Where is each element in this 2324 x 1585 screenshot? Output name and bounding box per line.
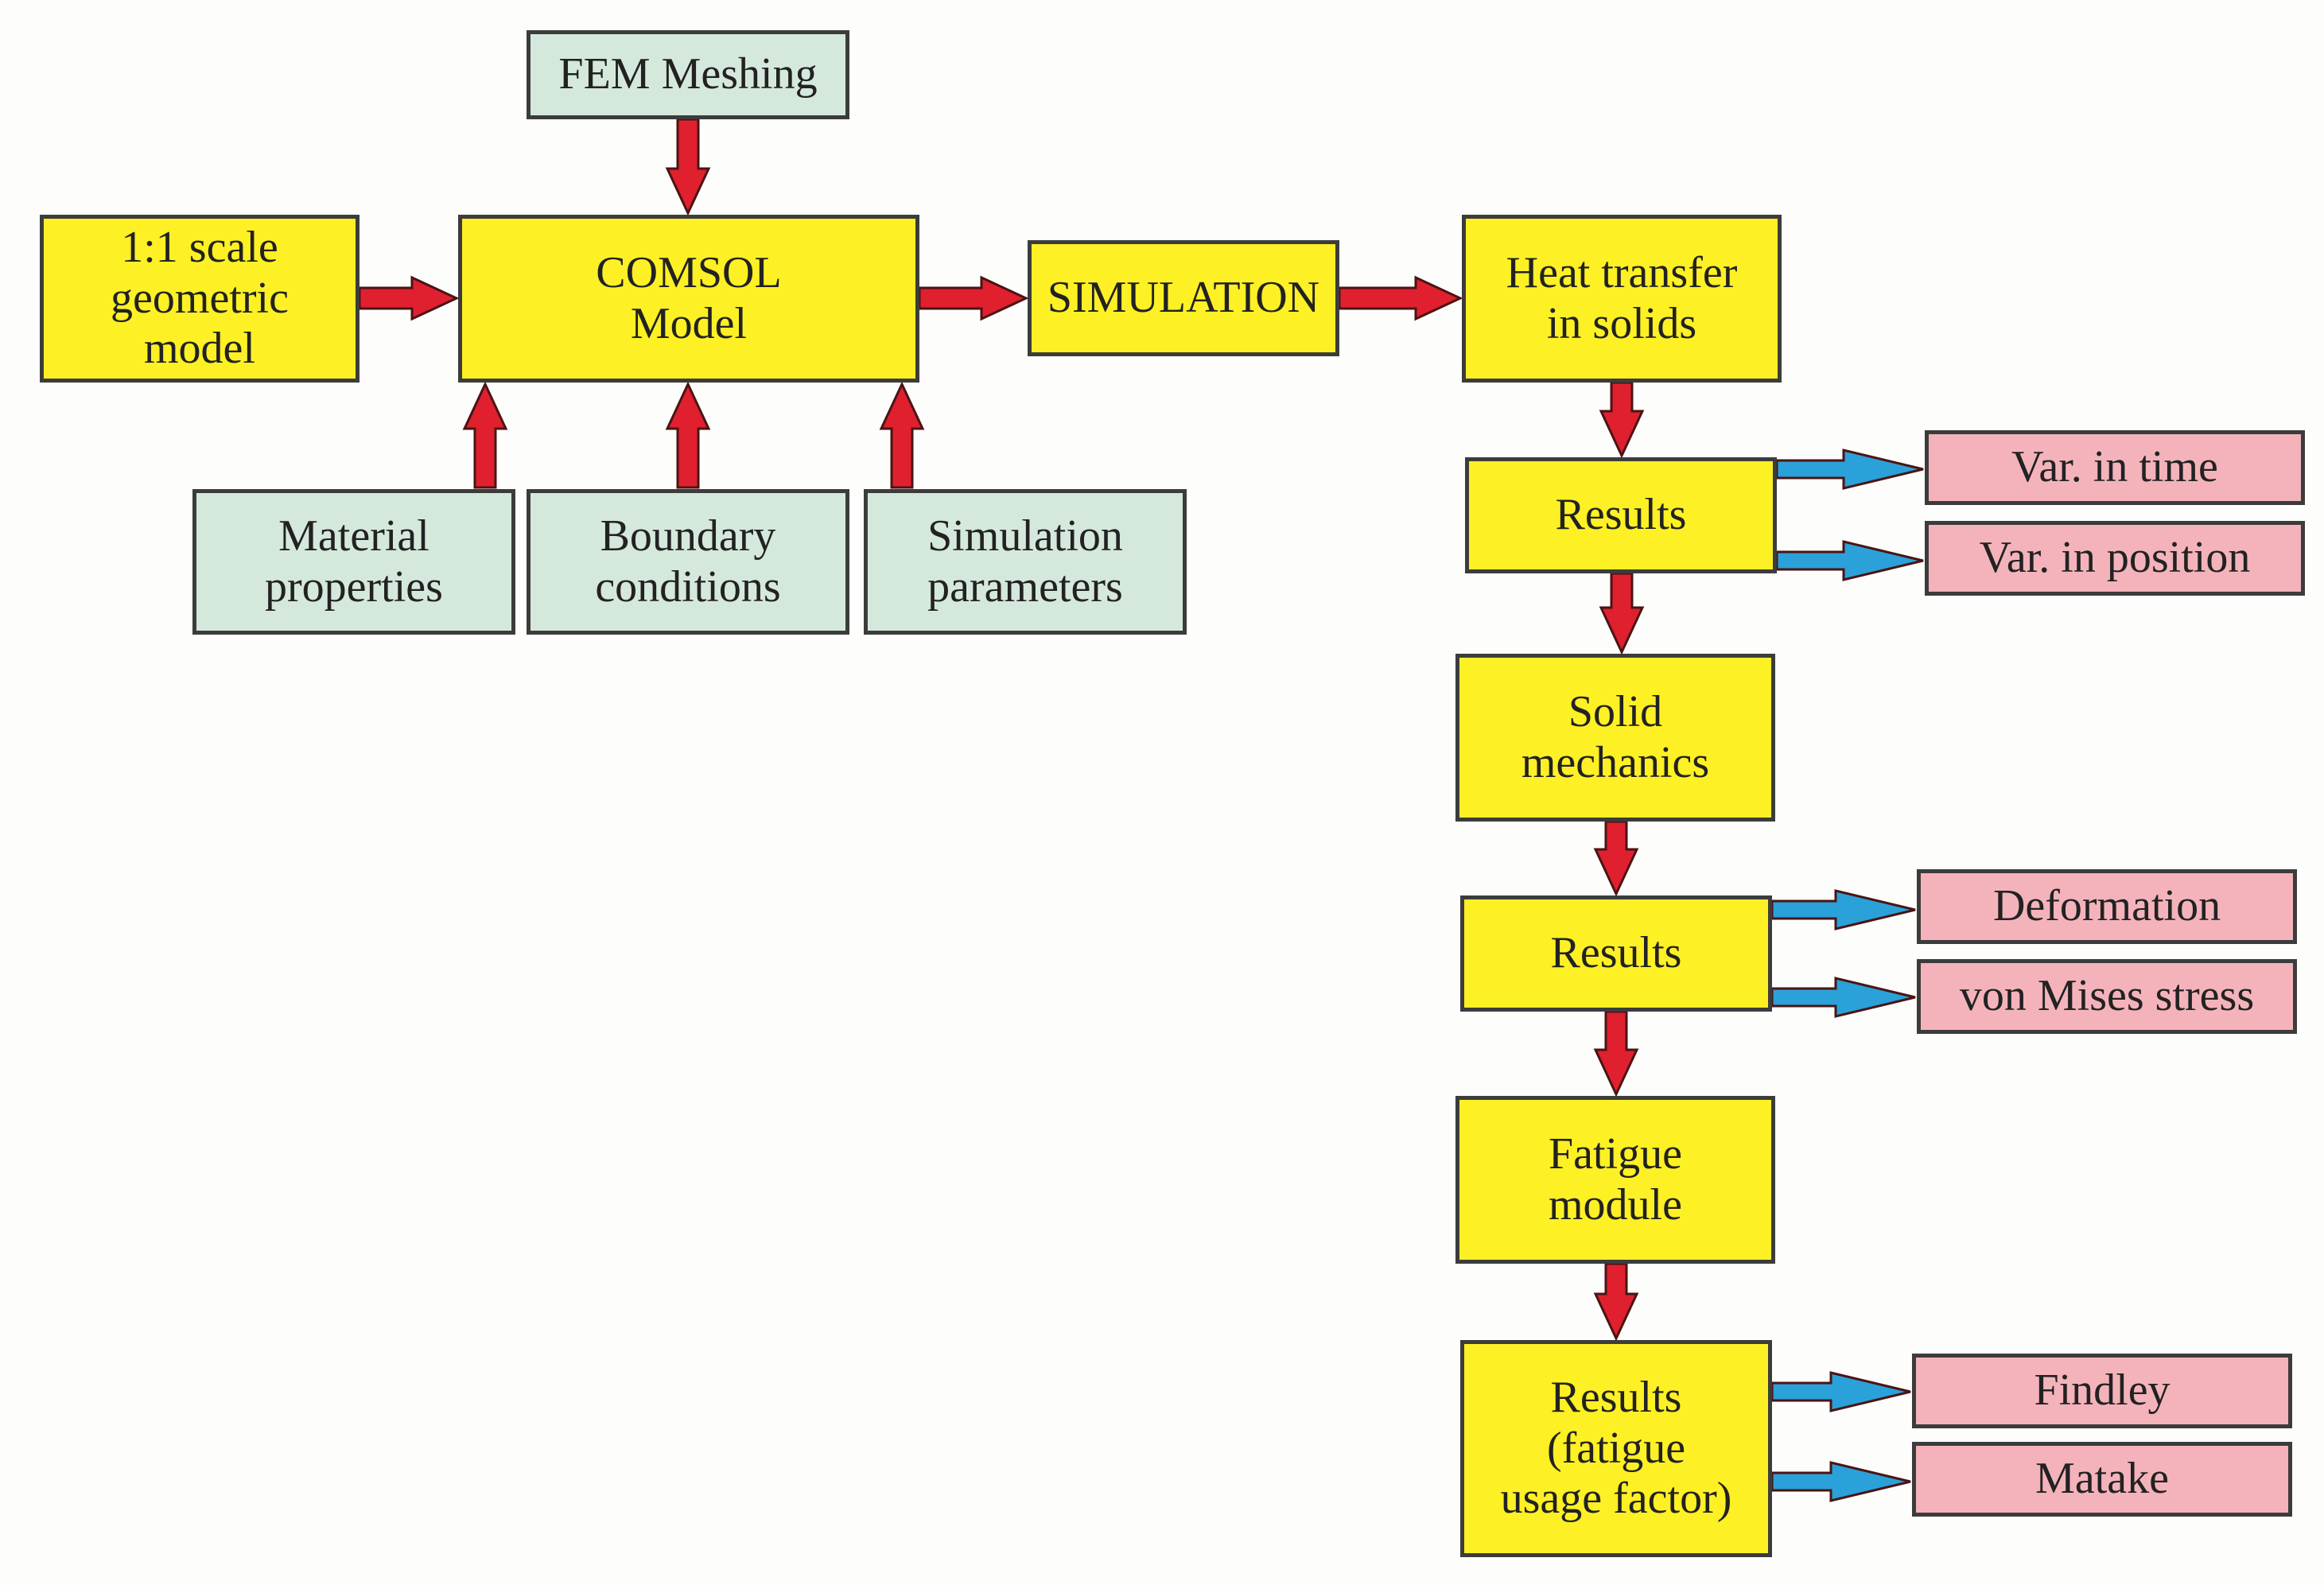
arrow-results2-to-fatigue: [1593, 1010, 1639, 1097]
results-box-1: Results: [1465, 457, 1777, 573]
material-properties-box: Material properties: [192, 489, 515, 635]
arrow-simparams-to-comsol: [879, 381, 925, 489]
arrow-solid-to-results2: [1593, 820, 1639, 897]
boundary-conditions-box: Boundary conditions: [527, 489, 849, 635]
arrow-results1-to-position: [1775, 540, 1924, 581]
arrow-geometric-to-comsol: [358, 275, 460, 321]
matake-box: Matake: [1912, 1442, 2292, 1517]
simulation-box: SIMULATION: [1028, 240, 1339, 356]
arrow-results1-to-solid: [1599, 572, 1645, 655]
fem-meshing-box: FEM Meshing: [527, 30, 849, 119]
var-in-time-box: Var. in time: [1925, 430, 2305, 505]
results-box-3: Results (fatigue usage factor): [1460, 1340, 1772, 1557]
arrow-boundary-to-comsol: [665, 381, 711, 489]
arrow-heat-to-results1: [1599, 381, 1645, 459]
findley-box: Findley: [1912, 1354, 2292, 1428]
deformation-box: Deformation: [1917, 869, 2297, 944]
arrow-results2-to-deformation: [1770, 889, 1916, 930]
simulation-parameters-box: Simulation parameters: [864, 489, 1187, 635]
arrow-fem-to-comsol: [665, 118, 711, 216]
heat-transfer-box: Heat transfer in solids: [1462, 215, 1782, 383]
fatigue-module-box: Fatigue module: [1455, 1096, 1775, 1264]
var-in-position-box: Var. in position: [1925, 521, 2305, 596]
arrow-results2-to-vonmises: [1770, 977, 1916, 1018]
results-box-2: Results: [1460, 895, 1772, 1012]
arrow-fatigue-to-results3: [1593, 1262, 1639, 1342]
arrow-results3-to-matake: [1770, 1461, 1911, 1502]
arrow-results3-to-findley: [1770, 1371, 1911, 1412]
solid-mechanics-box: Solid mechanics: [1455, 654, 1775, 822]
arrow-results1-to-time: [1775, 449, 1924, 490]
arrow-material-to-comsol: [462, 381, 508, 489]
geometric-model-box: 1:1 scale geometric model: [40, 215, 359, 383]
arrow-comsol-to-simulation: [918, 275, 1029, 321]
arrow-simulation-to-heat: [1338, 275, 1463, 321]
von-mises-stress-box: von Mises stress: [1917, 959, 2297, 1034]
comsol-model-box: COMSOL Model: [458, 215, 919, 383]
